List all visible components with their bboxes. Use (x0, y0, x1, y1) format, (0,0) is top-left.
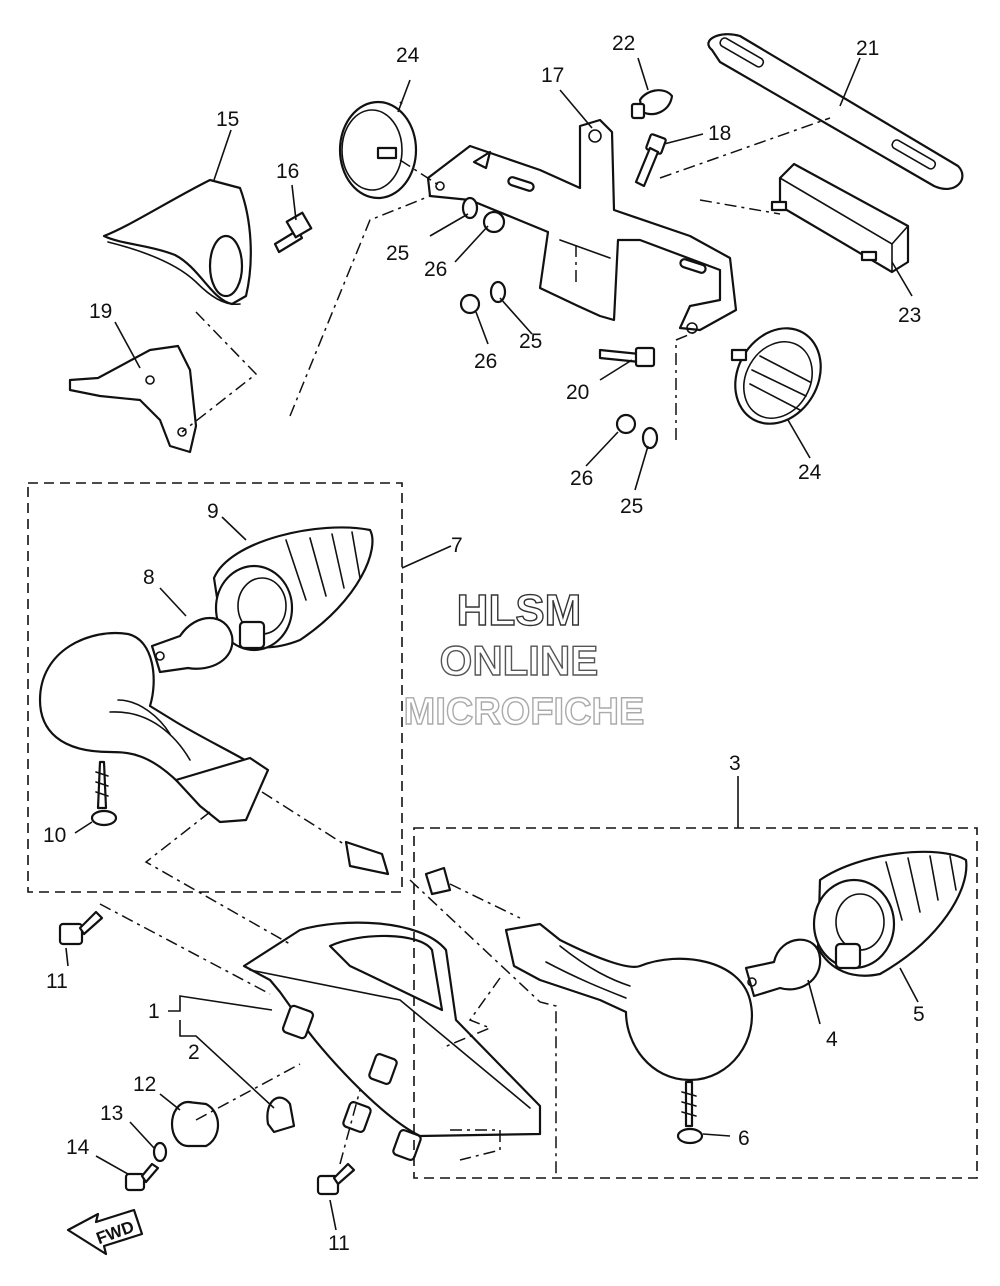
callout-23: 23 (898, 304, 921, 327)
callout-24-top: 24 (396, 44, 420, 67)
leader-lines (65, 57, 919, 1231)
bolt-18 (634, 133, 667, 188)
signal-body-left (38, 631, 270, 824)
callout-2: 2 (188, 1041, 200, 1064)
callout-11-left: 11 (46, 970, 68, 993)
nut-22 (630, 89, 674, 120)
signal-body-right (504, 922, 753, 1082)
cover-part-15 (102, 178, 252, 306)
callout-8: 8 (143, 566, 155, 589)
plate-bracket-21 (707, 33, 964, 190)
callout-3: 3 (729, 752, 741, 775)
callout-26-b: 26 (474, 350, 497, 373)
bulb-part-8 (150, 616, 234, 674)
callout-7: 7 (451, 534, 463, 557)
callout-10: 10 (43, 824, 66, 847)
callout-25-b: 25 (519, 330, 542, 353)
screw-part-6 (676, 1080, 704, 1145)
callout-24-right: 24 (798, 461, 822, 484)
screw-part-14 (124, 1162, 160, 1192)
callout-19: 19 (89, 300, 112, 323)
screw-part-10 (90, 760, 118, 827)
lens-part-5 (812, 850, 968, 977)
callout-25-a: 25 (386, 242, 409, 265)
callout-1: 1 (148, 1000, 160, 1023)
fwd-arrow: FWD (66, 1208, 144, 1256)
callout-14: 14 (66, 1136, 90, 1159)
callout-11-bottom: 11 (328, 1232, 350, 1255)
callout-18: 18 (708, 122, 731, 145)
hardware-top (459, 196, 659, 450)
license-light-23 (770, 162, 910, 274)
callout-5: 5 (913, 1003, 925, 1026)
callout-9: 9 (207, 500, 219, 523)
bulb-part-2 (266, 1096, 296, 1134)
lens-part-9 (212, 526, 374, 652)
callout-16: 16 (276, 160, 299, 183)
callout-15: 15 (216, 108, 239, 131)
callout-20: 20 (566, 381, 589, 404)
callout-22: 22 (612, 32, 635, 55)
watermark: HLSM ONLINE MICROFICHE (403, 585, 645, 733)
callout-21: 21 (856, 37, 879, 60)
top-guide-lines (181, 117, 831, 440)
assembly-7-box (27, 482, 403, 893)
wire-right (424, 866, 521, 919)
stay-part-19 (68, 344, 198, 454)
watermark-line-2: ONLINE (440, 637, 599, 684)
callout-labels: 24 22 17 21 18 15 16 25 26 19 23 25 26 2… (43, 32, 925, 1255)
reflector-top (338, 100, 418, 200)
watermark-line-3: MICROFICHE (404, 691, 645, 733)
callout-17: 17 (541, 64, 564, 87)
callout-26-c: 26 (570, 467, 593, 490)
screw-part-11-left (58, 910, 104, 946)
callout-12: 12 (133, 1073, 156, 1096)
callout-4: 4 (826, 1028, 838, 1051)
callout-26-a: 26 (424, 258, 447, 281)
callout-13: 13 (100, 1102, 123, 1125)
assembly-3-box (413, 827, 978, 1179)
wire-left (261, 791, 390, 876)
grommet-part-12 (170, 1100, 220, 1148)
callout-25-c: 25 (620, 495, 643, 518)
bracket-part-17 (426, 118, 738, 334)
callout-6: 6 (738, 1127, 750, 1150)
washer-part-13 (152, 1141, 168, 1163)
bolt-16 (273, 211, 313, 254)
watermark-line-1: HLSM (457, 586, 582, 635)
guide-lines (99, 811, 557, 1178)
reflector-right (730, 327, 822, 425)
bulb-part-4 (744, 938, 822, 998)
screw-part-11-bottom (316, 1162, 356, 1196)
